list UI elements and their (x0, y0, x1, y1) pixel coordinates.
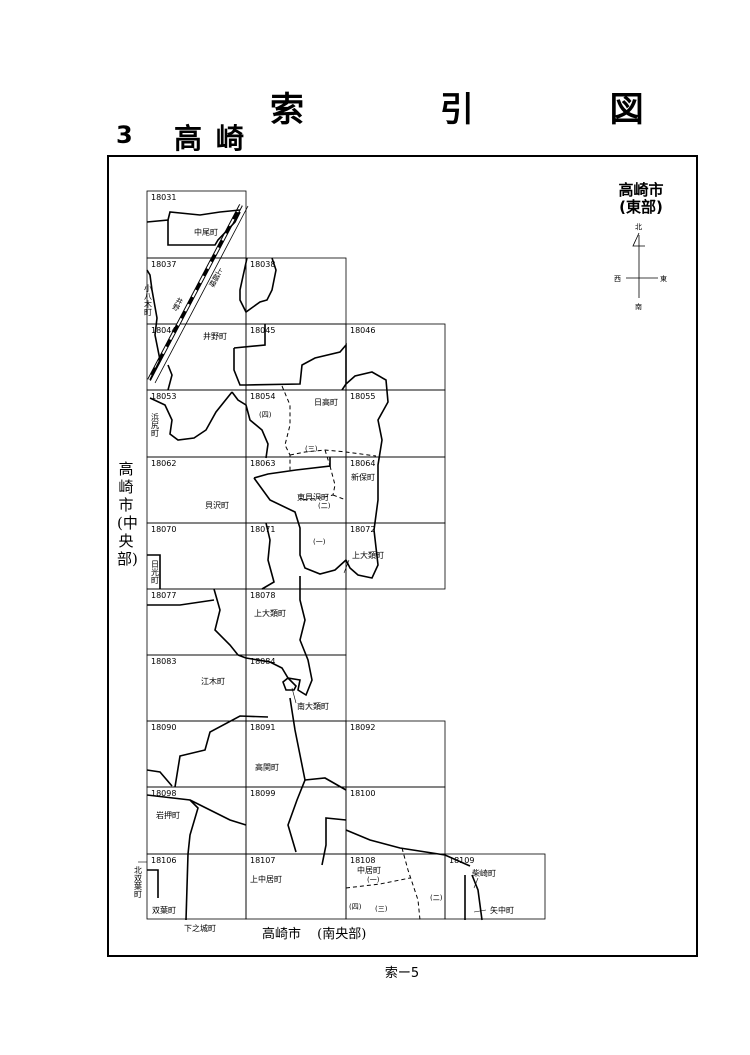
tile-id: 18099 (250, 789, 275, 798)
district-lines (281, 385, 421, 921)
page-footer: 索ー5 (384, 966, 420, 981)
tile-id: 18091 (250, 723, 275, 732)
adjacent-area-left: 高崎市(中央部) (117, 460, 138, 568)
compass-west: 西 (614, 275, 621, 283)
tile-labels: 18031 18037 18038 18044 18045 18046 1805… (151, 193, 474, 865)
town-label: 岩押町 (156, 810, 180, 820)
tile-id: 18045 (250, 326, 275, 335)
town-label: 上大類町 (254, 608, 286, 618)
tile-id: 18063 (250, 459, 275, 468)
town-label: 井野町 (203, 331, 227, 341)
district-marker: (三) (305, 445, 318, 453)
tile-id: 18084 (250, 657, 275, 666)
district-marker: (二) (430, 894, 443, 902)
map-frame (107, 155, 698, 957)
tile-id: 18053 (151, 392, 176, 401)
tile-id: 18077 (151, 591, 176, 600)
section-number: 3 (116, 121, 133, 149)
railway-station-label: 井野 (171, 295, 185, 312)
tile-id: 18062 (151, 459, 176, 468)
town-label: 東貝沢町 (297, 492, 329, 502)
district-marker: (四) (349, 903, 362, 911)
town-label: 中居町 (357, 865, 381, 875)
compass-north: 北 (635, 223, 642, 231)
compass-rose: 北 南 西 東 (614, 223, 667, 311)
town-labels: 中尾町 井野町 日高町 貝沢町 東貝沢町 新保町 上大類町 上大類町 江木町 南… (152, 227, 514, 933)
district-marker: (一) (367, 876, 380, 884)
compass-east: 東 (660, 274, 667, 283)
tile-id: 18038 (250, 260, 275, 269)
tile-id: 18037 (151, 260, 176, 269)
compass-south: 南 (635, 302, 642, 311)
tile-id: 18108 (350, 856, 375, 865)
railway-line (147, 204, 249, 384)
tile-id: 18072 (350, 525, 375, 534)
tile-id: 18054 (250, 392, 275, 401)
tile-id: 18106 (151, 856, 176, 865)
town-label: 日高町 (314, 397, 338, 407)
town-label: 新保町 (351, 472, 375, 482)
town-label: 下之城町 (184, 923, 216, 933)
tile-id: 18083 (151, 657, 176, 666)
district-marker: (四) (259, 411, 272, 419)
tile-grid (146, 190, 546, 920)
town-label: 中尾町 (194, 227, 218, 237)
tile-id: 18109 (449, 856, 474, 865)
section-name: 高崎 (174, 122, 259, 155)
tile-id: 18098 (151, 789, 176, 798)
town-label-vertical: 北双葉町 (134, 866, 143, 898)
district-marker: (二) (318, 502, 331, 510)
town-label: 南大類町 (297, 701, 329, 711)
town-label: 矢中町 (490, 905, 514, 915)
town-label: 双葉町 (152, 905, 176, 915)
district-markers: (四) (三) (二) (一) (一) (四) (三) (二) (259, 411, 443, 913)
tile-id: 18090 (151, 723, 176, 732)
town-label: 江木町 (201, 676, 225, 686)
vertical-town-labels: 小八木町 浜尻町 日光町 北双葉町 (134, 284, 160, 898)
adjacent-area-bottom: 高崎市 (南央部) (262, 927, 367, 942)
town-label-vertical: 浜尻町 (151, 412, 160, 437)
tile-id: 18100 (350, 789, 375, 798)
town-label: 高関町 (255, 762, 279, 772)
leader-lines (138, 559, 487, 913)
tile-id: 18031 (151, 193, 176, 202)
town-label-vertical: 日光町 (151, 560, 160, 584)
tile-id: 18055 (350, 392, 375, 401)
railway-line-label: 上越線 (208, 265, 225, 288)
town-label: 貝沢町 (205, 501, 229, 510)
tile-id: 18070 (151, 525, 176, 534)
town-label: 上大類町 (352, 550, 384, 560)
legend-area: (東部) (619, 198, 663, 216)
tile-id: 18064 (350, 459, 375, 468)
town-label: 上中居町 (250, 874, 282, 884)
district-marker: (一) (313, 538, 326, 546)
tile-id: 18092 (350, 723, 375, 732)
tile-id: 18078 (250, 591, 275, 600)
tile-id: 18107 (250, 856, 275, 865)
town-boundaries (146, 209, 483, 921)
legend-city: 高崎市 (618, 181, 664, 199)
town-label: 柴崎町 (472, 868, 496, 878)
tile-id: 18044 (151, 326, 176, 335)
tile-id: 18046 (350, 326, 375, 335)
tile-id: 18071 (250, 525, 275, 534)
town-label-vertical: 小八木町 (144, 284, 153, 316)
district-marker: (三) (375, 905, 388, 913)
